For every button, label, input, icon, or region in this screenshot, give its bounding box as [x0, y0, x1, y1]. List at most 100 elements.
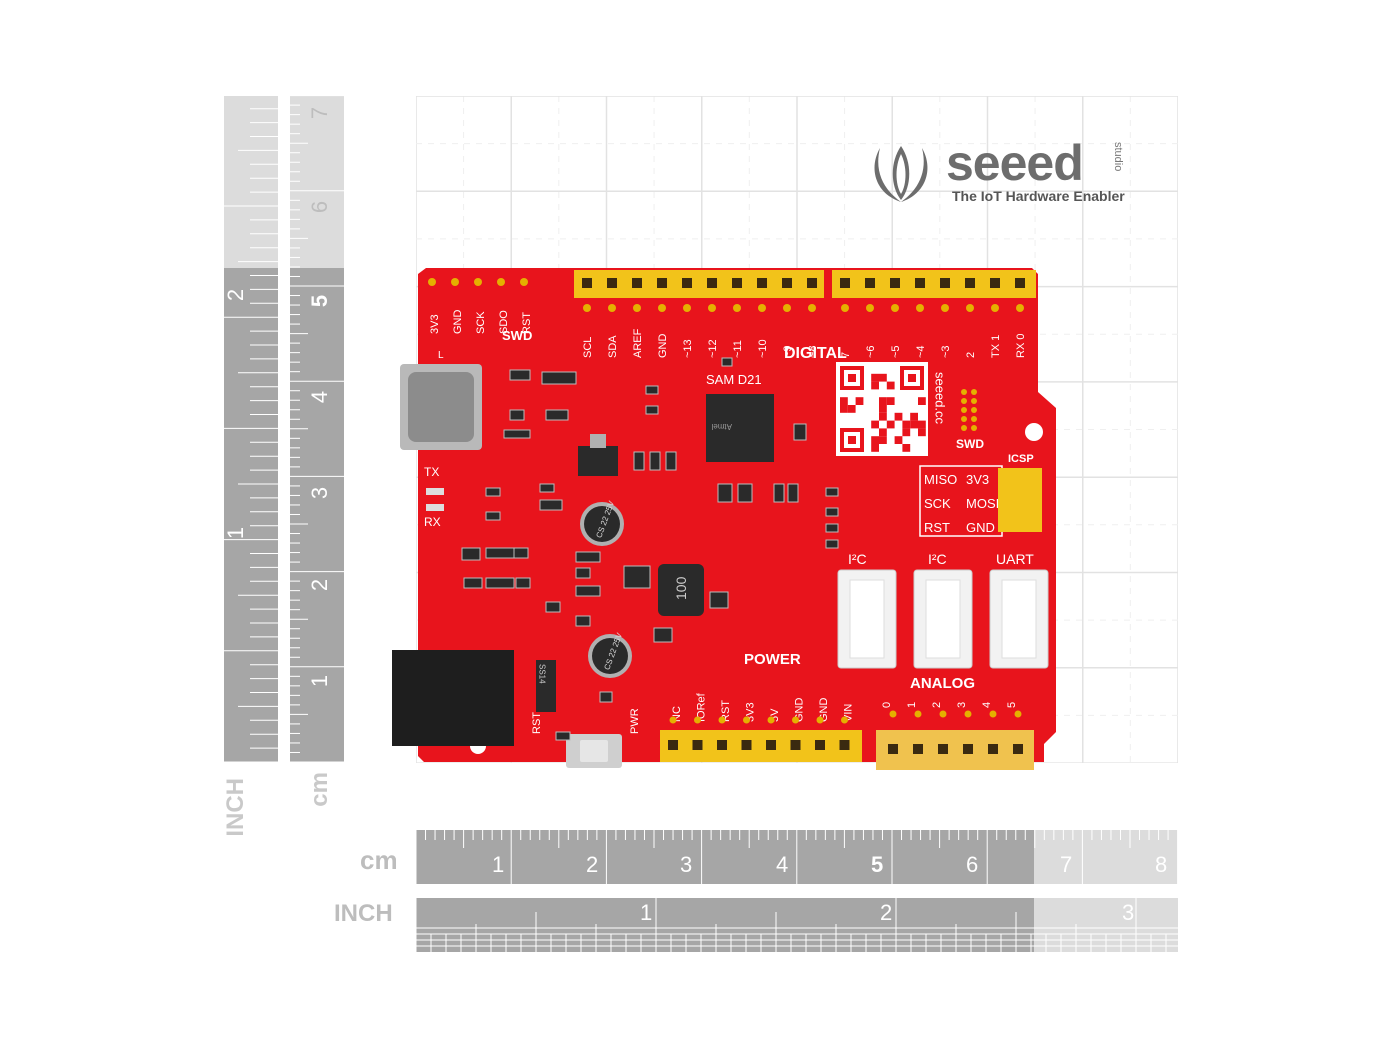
- power-pin-label: GND: [818, 698, 830, 723]
- left-inch-ruler-light: [224, 96, 278, 268]
- digital-pin-label: 2: [965, 352, 977, 358]
- left-inch-ticks: [224, 108, 278, 762]
- smd-part: [665, 451, 677, 471]
- smd-part: [485, 577, 515, 589]
- smd-part: [709, 591, 729, 609]
- smd-part: [541, 371, 577, 385]
- mcu-chip: [706, 394, 774, 462]
- smd-part: [575, 567, 591, 579]
- digital-pin-label: TX 1: [990, 335, 1002, 358]
- bottom-cm-number-8: 8: [1155, 852, 1168, 877]
- smd-part: [575, 551, 601, 563]
- pad: [841, 716, 848, 724]
- qr-module: [886, 381, 895, 390]
- header-hole: [757, 278, 767, 288]
- analog-header: [876, 730, 1034, 770]
- left-cm-number-7: 7: [307, 106, 333, 120]
- seeed-leaf-icon: [874, 146, 928, 202]
- reset-button-cap[interactable]: [580, 740, 608, 762]
- smd-part: [825, 507, 839, 517]
- swd-pad: [451, 278, 459, 286]
- left-inch-ruler: [224, 268, 278, 762]
- analog-pin-label: 1: [906, 702, 918, 708]
- pad: [583, 304, 591, 312]
- smd-part: [503, 429, 531, 439]
- digital-pin-label: ~6: [865, 345, 877, 358]
- smd-part: [461, 547, 481, 561]
- smd-part: [633, 451, 645, 471]
- pad: [939, 710, 947, 718]
- smd-part: [737, 483, 753, 503]
- diode-label: SS14: [538, 664, 547, 684]
- qr-finder-core: [908, 374, 916, 382]
- pad: [964, 710, 972, 718]
- smd-part: [485, 487, 501, 497]
- swd-right-pad: [971, 389, 977, 395]
- power-header: [660, 730, 862, 762]
- pad: [733, 304, 741, 312]
- header-hole: [607, 278, 617, 288]
- bottom-cm-ruler-light: [1034, 830, 1178, 884]
- grove-i2c-2: [913, 569, 973, 669]
- header-hole: [717, 740, 727, 750]
- power-label: POWER: [744, 651, 801, 668]
- smd-part: [825, 487, 839, 497]
- bottom-inch-ticks: [416, 898, 1178, 952]
- swd-pad: [520, 278, 528, 286]
- smd-part: [717, 483, 733, 503]
- qr-module: [879, 428, 887, 437]
- swd-pad: [497, 278, 505, 286]
- grove-uart: [989, 569, 1049, 669]
- qr-module: [847, 405, 856, 413]
- pad: [941, 304, 949, 312]
- header-hole: [839, 740, 850, 750]
- smd-part: [555, 731, 571, 741]
- pad: [808, 304, 816, 312]
- bottom-inch-number-1: 1: [640, 900, 653, 925]
- pad: [633, 304, 641, 312]
- icsp-left-label: MISO: [924, 472, 957, 487]
- qr-module: [855, 397, 864, 405]
- header-hole: [632, 278, 642, 288]
- icsp-right-label: GND: [966, 520, 995, 535]
- header-hole: [913, 744, 923, 754]
- inductor-label: 100: [673, 576, 689, 600]
- bottom-cm-number-5: 5: [871, 852, 884, 877]
- header-hole: [732, 278, 742, 288]
- digital-pin-label: ~5: [890, 345, 902, 358]
- brand-suffix: studio: [1112, 142, 1124, 172]
- analog-pin-label: 5: [1006, 702, 1018, 708]
- qr-module: [879, 373, 887, 382]
- bottom-inch-ruler: [416, 898, 1034, 952]
- header-hole: [1013, 744, 1023, 754]
- swd-right-pad: [961, 416, 967, 422]
- rx-label: RX: [424, 515, 441, 529]
- swd-right-pad: [971, 416, 977, 422]
- pad: [916, 304, 924, 312]
- smd-part: [463, 577, 483, 589]
- pad: [914, 710, 922, 718]
- dc-jack: [392, 650, 514, 746]
- header-hole: [692, 740, 703, 750]
- header-hole: [790, 740, 801, 750]
- icsp-header: [998, 468, 1042, 532]
- header-hole: [915, 278, 925, 288]
- left-cm-number-1: 1: [307, 674, 333, 688]
- pad: [866, 304, 874, 312]
- bottom-cm-number-4: 4: [776, 852, 789, 877]
- analog-label: ANALOG: [910, 675, 975, 692]
- pad: [758, 304, 766, 312]
- swd-right-pad: [961, 398, 967, 404]
- tx-led: [426, 488, 444, 495]
- digital-pin-label: SCL: [582, 337, 594, 358]
- pad: [891, 304, 899, 312]
- qr-module: [910, 412, 918, 421]
- diode: [536, 660, 556, 712]
- smd-part: [793, 423, 807, 441]
- header-hole: [888, 744, 898, 754]
- brand-tagline: The IoT Hardware Enabler: [952, 188, 1125, 204]
- pad: [816, 716, 824, 724]
